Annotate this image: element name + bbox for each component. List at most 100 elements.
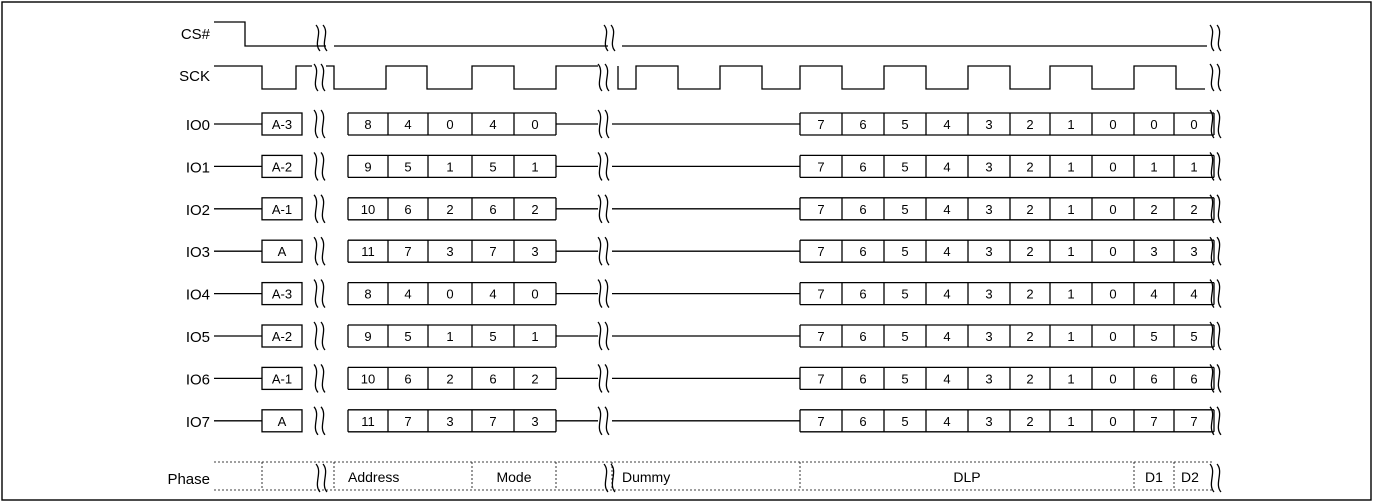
- break-stroke: [1209, 109, 1215, 139]
- addr-value: 2: [531, 371, 538, 386]
- io-break: [313, 109, 326, 139]
- break-stroke: [1209, 321, 1215, 351]
- data-value: 0: [1150, 117, 1157, 132]
- break-stroke: [610, 463, 616, 493]
- data-value: 6: [859, 329, 866, 344]
- data-value: 3: [985, 329, 992, 344]
- io-break: [313, 151, 326, 181]
- break-stroke: [597, 109, 603, 139]
- phase-name: DLP: [953, 469, 980, 485]
- data-value: 1: [1067, 202, 1074, 217]
- data-value: 0: [1109, 329, 1116, 344]
- io-break: [597, 406, 610, 436]
- head-cell: [261, 197, 303, 221]
- addr-value: 11: [361, 244, 375, 259]
- phase-name: Dummy: [622, 469, 670, 485]
- io-break: [313, 279, 326, 309]
- addr-value: 10: [361, 202, 375, 217]
- addr-value: 5: [404, 159, 411, 174]
- break-stroke: [1209, 194, 1215, 224]
- data-value: 4: [1190, 287, 1197, 302]
- break-stroke: [604, 194, 610, 224]
- data-value: 3: [985, 117, 992, 132]
- data-value: 3: [985, 159, 992, 174]
- cs-break: [603, 24, 616, 52]
- sck-break: [1209, 63, 1222, 92]
- data-value: 4: [1150, 287, 1157, 302]
- addr-value: 0: [531, 117, 538, 132]
- io-break: [597, 236, 610, 266]
- data-value: 4: [943, 371, 950, 386]
- head-label: A-2: [272, 329, 292, 344]
- cs-waveform: [214, 21, 1222, 52]
- addr-value: 8: [364, 287, 371, 302]
- io-label: IO1: [186, 159, 210, 176]
- cs-trace: [214, 21, 326, 47]
- io-label: IO2: [186, 202, 210, 219]
- io-break: [313, 236, 326, 266]
- io-break: [597, 151, 610, 181]
- addr-value: 6: [404, 202, 411, 217]
- data-value: 4: [943, 117, 950, 132]
- break-stroke: [320, 63, 326, 92]
- addr-value: 2: [446, 202, 453, 217]
- head-cell: [261, 154, 303, 179]
- data-value: 6: [859, 244, 866, 259]
- break-stroke: [1209, 63, 1215, 92]
- addr-value: 1: [531, 329, 538, 344]
- data-value: 7: [817, 371, 824, 386]
- sck-break: [313, 63, 326, 92]
- data-value: 2: [1026, 159, 1033, 174]
- data-value: 3: [985, 244, 992, 259]
- break-stroke: [1216, 151, 1222, 181]
- data-value: 6: [1190, 371, 1197, 386]
- head-label: A-3: [272, 117, 292, 132]
- break-stroke: [313, 151, 319, 181]
- break-stroke: [320, 406, 326, 436]
- data-value: 1: [1150, 159, 1157, 174]
- sck-break: [597, 63, 610, 92]
- data-value: 5: [901, 117, 908, 132]
- io-break: [1209, 321, 1222, 351]
- break-stroke: [1216, 463, 1222, 493]
- data-value: 0: [1109, 287, 1116, 302]
- cs-break: [1209, 24, 1222, 52]
- break-stroke: [315, 463, 321, 493]
- data-value: 5: [901, 329, 908, 344]
- data-value: 5: [1150, 329, 1157, 344]
- data-value: 6: [859, 287, 866, 302]
- break-stroke: [313, 236, 319, 266]
- data-value: 1: [1067, 414, 1074, 429]
- phase-break: [603, 463, 616, 493]
- phase-label: Phase: [167, 471, 210, 488]
- break-stroke: [604, 279, 610, 309]
- addr-value: 1: [446, 159, 453, 174]
- addr-value: 5: [489, 159, 496, 174]
- break-stroke: [313, 109, 319, 139]
- break-stroke: [1209, 406, 1215, 436]
- sck-trace: [617, 65, 1205, 90]
- head-label: A-1: [272, 202, 292, 217]
- data-value: 2: [1026, 414, 1033, 429]
- break-stroke: [604, 406, 610, 436]
- addr-value: 0: [531, 287, 538, 302]
- addr-value: 9: [364, 329, 371, 344]
- break-stroke: [1216, 236, 1222, 266]
- break-stroke: [313, 363, 319, 393]
- break-stroke: [610, 24, 616, 52]
- addr-value: 1: [446, 329, 453, 344]
- data-value: 5: [901, 244, 908, 259]
- break-stroke: [597, 321, 603, 351]
- phase-break: [315, 463, 328, 493]
- break-stroke: [604, 321, 610, 351]
- io-label: IO3: [186, 244, 210, 261]
- break-stroke: [320, 236, 326, 266]
- data-value: 6: [859, 159, 866, 174]
